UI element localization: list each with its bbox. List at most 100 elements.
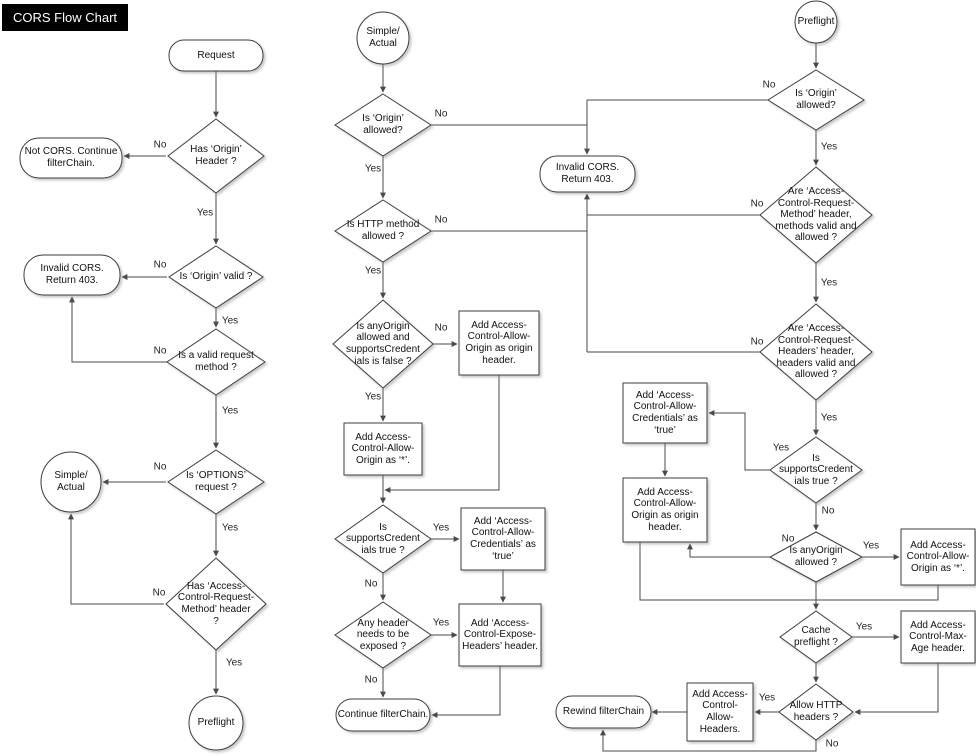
label-anyorigin-allowed: Is anyOrigin allowed ? [789, 545, 843, 568]
label-is-options-request: Is ‘OPTIONS’ request ? [185, 470, 246, 493]
label-add-origin-header-right: Add Access- Control-Allow- Origin as ori… [631, 486, 699, 533]
edge-label-no-anyorigin-right: No [781, 533, 795, 545]
edge-label-yes-cachepreflight: Yes [855, 621, 873, 633]
edge-label-yes-originallowed-right: Yes [820, 141, 838, 153]
decision-acr-headers-valid [759, 303, 873, 401]
decision-origin-allowed-right [767, 69, 865, 131]
label-preflight-right: Preflight [797, 16, 835, 28]
decision-supports-cred-right [769, 436, 863, 504]
edge-label-yes-hasorigin: Yes [196, 207, 214, 219]
decision-has-acrm-header [165, 557, 267, 651]
label-allow-http-headers: Allow HTTP headers ? [789, 700, 843, 723]
label-acr-headers-valid: Are ‘Access- Control-Request- Headers’ h… [776, 323, 856, 381]
edge-label-yes-validmethod: Yes [221, 405, 239, 417]
edge-allowhttp-no [600, 729, 817, 752]
edge-label-no-hasorigin: No [153, 139, 167, 151]
label-simple-actual-mid: Simple/ Actual [366, 26, 400, 49]
edge-label-no-originvalid: No [153, 259, 167, 271]
label-has-origin-header: Has ‘Origin’ Header ? [190, 144, 242, 167]
edge-label-no-acrm: No [152, 587, 166, 599]
decision-has-origin-header [167, 118, 265, 194]
label-is-origin-valid: Is ‘Origin’ valid ? [179, 271, 253, 283]
edge-originheader3-merge [639, 542, 816, 601]
process-add-origin-header-right [622, 477, 708, 543]
edge-label-yes-anyorigincred: Yes [364, 391, 382, 403]
decision-is-options-request [167, 449, 265, 515]
label-add-credentials-right: Add ‘Access- Control-Allow- Credentials’… [632, 389, 698, 436]
label-add-expose-headers: Add ‘Access- Control-Expose- Headers’ he… [462, 617, 538, 652]
label-invalid-cors-mid: Invalid CORS. Return 403. [555, 162, 620, 185]
chart-title: CORS Flow Chart [2, 4, 129, 31]
decision-acr-method-valid [759, 166, 873, 264]
edge-anyorigin3-no [687, 543, 770, 558]
label-request: Request [197, 49, 235, 61]
edge-label-no-originallowed-right: No [762, 79, 776, 91]
edge-label-no-acrmethod: No [750, 198, 764, 210]
terminator-rewind-filterchain [555, 695, 652, 729]
edge-label-yes-anyorigin-right: Yes [862, 540, 880, 552]
label-supports-cred-mid: Is supportsCredent ials true ? [346, 521, 420, 556]
connector-simple-actual-mid [356, 11, 410, 65]
process-add-expose-headers [458, 603, 542, 667]
edge-expose-to-continue [431, 666, 501, 718]
label-cache-preflight: Cache preflight ? [794, 625, 838, 648]
terminator-request [168, 39, 264, 72]
process-add-credentials-mid [460, 507, 546, 571]
label-rewind-filterchain: Rewind filterChain [562, 706, 645, 718]
label-http-method-allowed: Is HTTP method allowed ? [346, 219, 420, 242]
edge-acrm-no [68, 513, 164, 605]
process-add-credentials-right [622, 382, 708, 444]
process-add-origin-header-mid [458, 310, 540, 376]
decision-cache-preflight [779, 610, 853, 664]
decision-http-method-allowed [334, 199, 432, 263]
label-origin-allowed-right: Is ‘Origin’ allowed? [795, 88, 837, 111]
edge-originheader2-merge [384, 375, 500, 493]
terminator-continue-filterchain [335, 698, 431, 732]
label-anyorigin-cred-false: Is anyOrigin allowed and supportsCredent… [346, 320, 420, 367]
edge-label-no-supportscred-mid: No [364, 578, 378, 590]
label-valid-request-method: Is a valid request method ? [178, 350, 254, 373]
decision-is-origin-valid [168, 245, 264, 309]
edge-label-yes-httpmethod: Yes [364, 265, 382, 277]
label-add-origin-header-mid: Add Access- Control-Allow- Origin as ori… [465, 319, 533, 366]
edge-star3-merge [816, 585, 939, 601]
edge-label-no-anyorigincred: No [434, 322, 448, 334]
edge-label-no-supportscred-right: No [821, 505, 835, 517]
connector-preflight-right [794, 0, 838, 44]
edge-label-no-options: No [153, 461, 167, 473]
connector-simple-actual-left [40, 451, 102, 513]
edge-label-no-acrheaders: No [750, 336, 764, 348]
label-origin-allowed-mid: Is ‘Origin’ allowed? [362, 113, 404, 136]
edge-label-yes-originvalid: Yes [221, 315, 239, 327]
process-add-origin-star-right [900, 528, 976, 586]
edge-label-yes-options: Yes [221, 522, 239, 534]
edge-label-yes-supportscred-right: Yes [772, 442, 790, 454]
label-add-credentials-mid: Add ‘Access- Control-Allow- Credentials’… [470, 515, 536, 562]
label-supports-cred-right: Is supportsCredent ials true ? [779, 452, 853, 487]
edge-label-yes-originallowed-mid: Yes [364, 163, 382, 175]
decision-anyorigin-allowed [768, 531, 864, 583]
label-acr-method-valid: Are ‘Access- Control-Request- Method’ he… [775, 186, 857, 244]
edge-label-yes-acrheaders: Yes [820, 412, 838, 424]
decision-supports-cred-mid [334, 504, 432, 574]
edge-label-yes-acrmethod: Yes [820, 277, 838, 289]
label-continue-filterchain: Continue filterChain. [337, 709, 429, 721]
edge-supportscred3-yes [708, 410, 770, 471]
decision-allow-http-headers [778, 683, 854, 741]
decision-origin-allowed-mid [334, 93, 432, 157]
edge-label-yes-allowhttp: Yes [758, 692, 776, 704]
edge-maxage-to-allowheaders [854, 663, 939, 715]
edge-label-no-exposed: No [364, 674, 378, 686]
label-add-origin-star-right: Add Access- Control-Allow- Origin as ‘*’… [906, 539, 970, 574]
label-not-cors: Not CORS. Continue filterChain. [24, 146, 118, 169]
decision-any-header-exposed [334, 601, 432, 669]
edge-label-no-httpmethod: No [434, 214, 448, 226]
terminator-invalid-cors-left [23, 254, 121, 296]
edge-label-yes-acrm: Yes [225, 657, 243, 669]
decision-valid-request-method [166, 328, 266, 396]
label-simple-actual-left: Simple/ Actual [54, 470, 88, 493]
edge-label-no-validmethod: No [153, 345, 167, 357]
edge-label-yes-supportscred-mid: Yes [432, 522, 450, 534]
process-add-origin-star-mid [343, 422, 423, 476]
